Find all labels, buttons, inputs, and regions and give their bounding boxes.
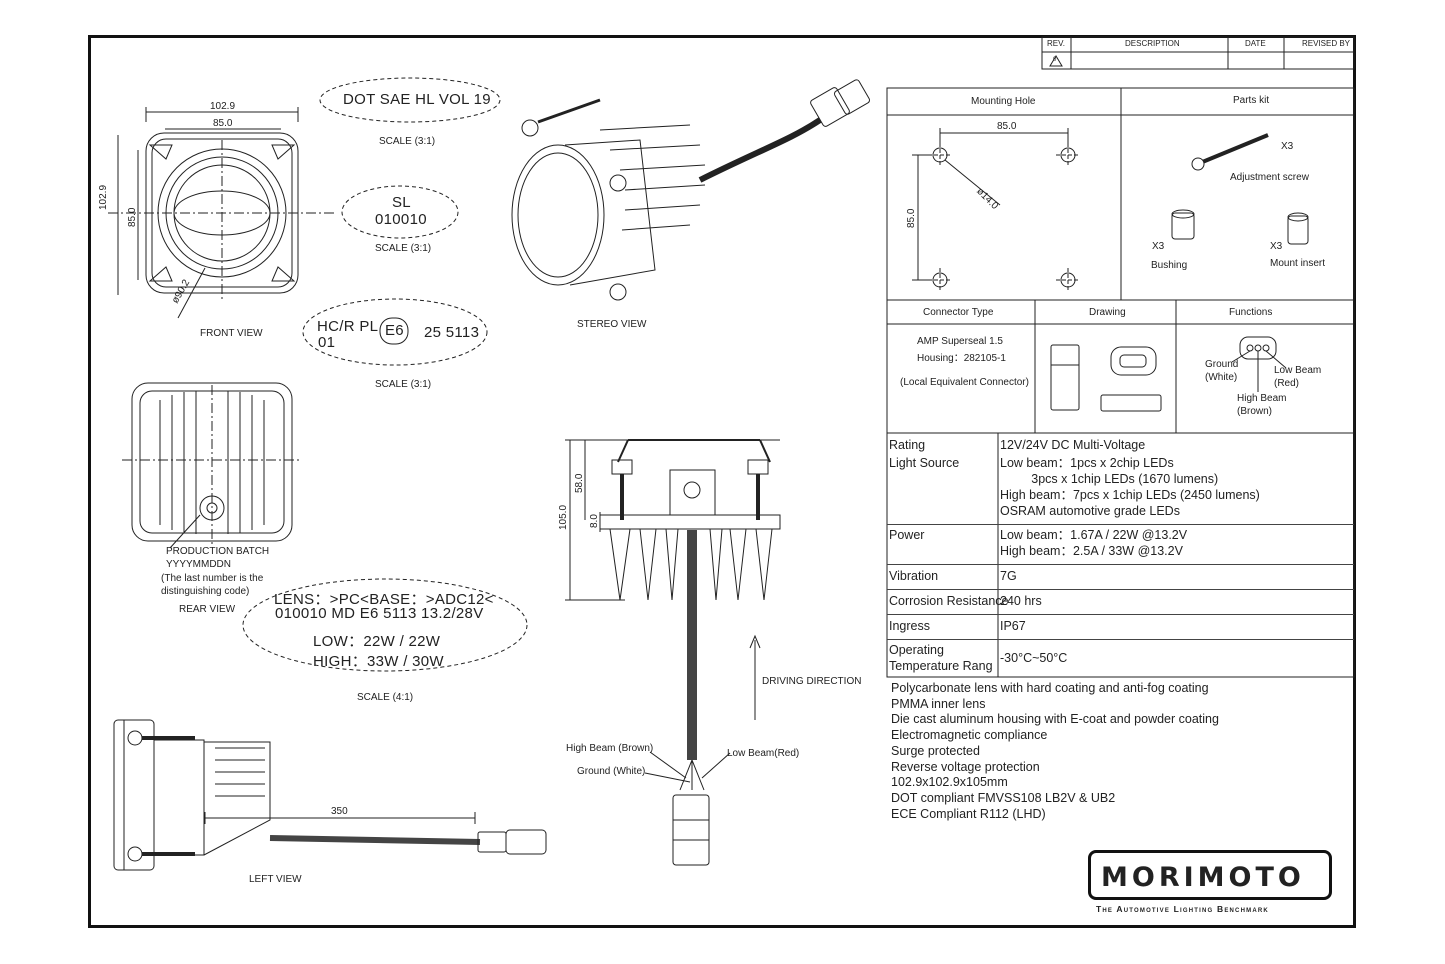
- rev-symbol-text: 0: [1053, 57, 1057, 63]
- spec-row: Ingress IP67: [887, 615, 1354, 640]
- spec-value: IP67: [1000, 619, 1026, 633]
- feature-item: ECE Compliant R112 (LHD): [891, 807, 1046, 821]
- spec-value: 7G: [1000, 569, 1017, 583]
- logo-text: MORIMOTO: [1101, 862, 1305, 893]
- ece-line2: 01: [318, 334, 336, 351]
- spec-value: OSRAM automotive grade LEDs: [1000, 504, 1180, 518]
- spec-key: Power: [889, 528, 925, 542]
- lens-marking-scale: SCALE (4:1): [357, 692, 414, 703]
- connector-type-line2: Housing：282105-1: [917, 353, 1006, 364]
- spec-value: -30°C~50°C: [1000, 651, 1068, 665]
- front-height-outer-dim: 102.9: [98, 184, 109, 210]
- spec-row: Rating 12V/24V DC Multi-Voltage Light So…: [887, 433, 1354, 525]
- connector-type-line1: AMP Superseal 1.5: [917, 336, 1003, 347]
- spec-key: Corrosion Resistance: [889, 594, 1009, 608]
- mounting-hole-h-dim: 85.0: [997, 121, 1017, 132]
- fn-low-label: Low Beam: [1274, 365, 1322, 376]
- dot-scale: SCALE (3:1): [379, 136, 436, 147]
- stereo-view-label: STEREO VIEW: [577, 319, 647, 330]
- feature-item: Electromagnetic compliance: [891, 728, 1048, 742]
- fn-high-color: (Brown): [1237, 406, 1273, 417]
- fn-low-color: (Red): [1274, 378, 1300, 389]
- spec-key: Operating Temperature Rang: [889, 643, 993, 673]
- screw-label: Adjustment screw: [1230, 172, 1309, 183]
- insert-label: Mount insert: [1270, 258, 1326, 269]
- feature-item: Surge protected: [891, 744, 980, 758]
- morimoto-logo: MORIMOTO: [1088, 850, 1332, 900]
- spec-value: 3pcs x 1chip LEDs (1670 lumens): [1000, 472, 1219, 486]
- connector-functions-header: Functions: [1229, 307, 1273, 318]
- mounting-hole-v-dim: 85.0: [906, 208, 917, 228]
- production-batch-format: YYYYMMDDN: [166, 559, 232, 570]
- lens-marking-line1: LENS：>PC<BASE：>ADC12<: [274, 591, 494, 608]
- insert-qty: X3: [1270, 241, 1283, 252]
- spec-value: High beam：7pcs x 1chip LEDs (2450 lumens…: [1000, 488, 1260, 502]
- spec-value: High beam：2.5A / 33W @13.2V: [1000, 544, 1183, 558]
- sl-marking-line1: SL: [392, 194, 411, 211]
- production-batch-note1: (The last number is the: [161, 573, 264, 584]
- bushing-label: Bushing: [1151, 260, 1188, 271]
- left-view-label: LEFT VIEW: [249, 874, 302, 885]
- feature-item: DOT compliant FMVSS108 LB2V & UB2: [891, 791, 1116, 805]
- spec-key: Vibration: [889, 569, 939, 583]
- rev-header: REV.: [1047, 39, 1065, 48]
- connector-type-line3: (Local Equivalent Connector): [900, 377, 1029, 388]
- production-batch-note2: distinguishing code): [161, 586, 250, 597]
- mounting-hole-title: Mounting Hole: [971, 96, 1036, 107]
- parts-kit-title: Parts kit: [1233, 95, 1270, 106]
- spec-row: Vibration 7G: [887, 565, 1354, 590]
- side-total-dim: 105.0: [558, 504, 569, 530]
- fn-ground-color: (White): [1205, 372, 1238, 383]
- cable-length-dim: 350: [331, 806, 348, 817]
- spec-key: Ingress: [889, 619, 930, 633]
- bushing-qty: X3: [1152, 241, 1165, 252]
- wire-low-beam-label: Low Beam(Red): [727, 748, 800, 759]
- wire-high-beam-label: High Beam (Brown): [566, 743, 654, 754]
- spec-row: Corrosion Resistance 240 hrs: [887, 590, 1354, 615]
- ece-mark: E6: [385, 322, 404, 339]
- ece-line1: HC/R PL: [317, 318, 379, 335]
- spec-value: 240 hrs: [1000, 594, 1042, 608]
- date-header: DATE: [1245, 39, 1266, 48]
- side-small-dim: 8.0: [589, 514, 600, 528]
- lens-marking-line4: HIGH：33W / 30W: [313, 653, 444, 670]
- spec-value: Low beam：1pcs x 2chip LEDs: [1000, 456, 1174, 470]
- connector-type-header: Connector Type: [923, 307, 994, 318]
- spec-key: Light Source: [889, 456, 960, 470]
- production-batch-label: PRODUCTION BATCH: [166, 546, 270, 557]
- rear-view-label: REAR VIEW: [179, 604, 236, 615]
- spec-row: Power Low beam：1.67A / 22W @13.2V High b…: [887, 525, 1354, 565]
- connector-drawing-header: Drawing: [1089, 307, 1126, 318]
- front-width-inner-dim: 85.0: [213, 118, 233, 129]
- sl-scale: SCALE (3:1): [375, 243, 432, 254]
- front-width-outer-dim: 102.9: [210, 101, 236, 112]
- wire-ground-label: Ground (White): [577, 766, 646, 777]
- feature-item: Reverse voltage protection: [891, 760, 1040, 774]
- screw-qty: X3: [1281, 141, 1294, 152]
- feature-item: PMMA inner lens: [891, 697, 986, 711]
- fn-ground-label: Ground: [1205, 359, 1239, 370]
- ece-number: 25 5113: [424, 324, 480, 341]
- spec-value: 12V/24V DC Multi-Voltage: [1000, 438, 1146, 452]
- fn-high-label: High Beam: [1237, 393, 1287, 404]
- ece-scale: SCALE (3:1): [375, 379, 432, 390]
- feature-item: Polycarbonate lens with hard coating and…: [891, 681, 1209, 695]
- revised-by-header: REVISED BY: [1302, 39, 1351, 48]
- feature-item: 102.9x102.9x105mm: [891, 775, 1008, 789]
- lens-marking-line3: LOW：22W / 22W: [313, 633, 441, 650]
- driving-direction-label: DRIVING DIRECTION: [762, 676, 862, 687]
- lens-marking-line2: 010010 MD E6 5113 13.2/28V: [275, 605, 484, 622]
- dot-marking: DOT SAE HL VOL 19: [343, 91, 491, 108]
- brand-tagline: The Automotive Lighting Benchmark: [1096, 904, 1269, 914]
- spec-row: Operating Temperature Rang -30°C~50°C: [887, 640, 1354, 677]
- side-upper-dim: 58.0: [574, 473, 585, 493]
- sl-marking-line2: 010010: [375, 211, 427, 228]
- spec-key: Rating: [889, 438, 926, 452]
- front-view-label: FRONT VIEW: [200, 328, 263, 339]
- spec-value: Low beam：1.67A / 22W @13.2V: [1000, 528, 1188, 542]
- feature-item: Die cast aluminum housing with E-coat an…: [891, 712, 1219, 726]
- description-header: DESCRIPTION: [1125, 39, 1180, 48]
- front-height-inner-dim: 85.0: [127, 207, 138, 227]
